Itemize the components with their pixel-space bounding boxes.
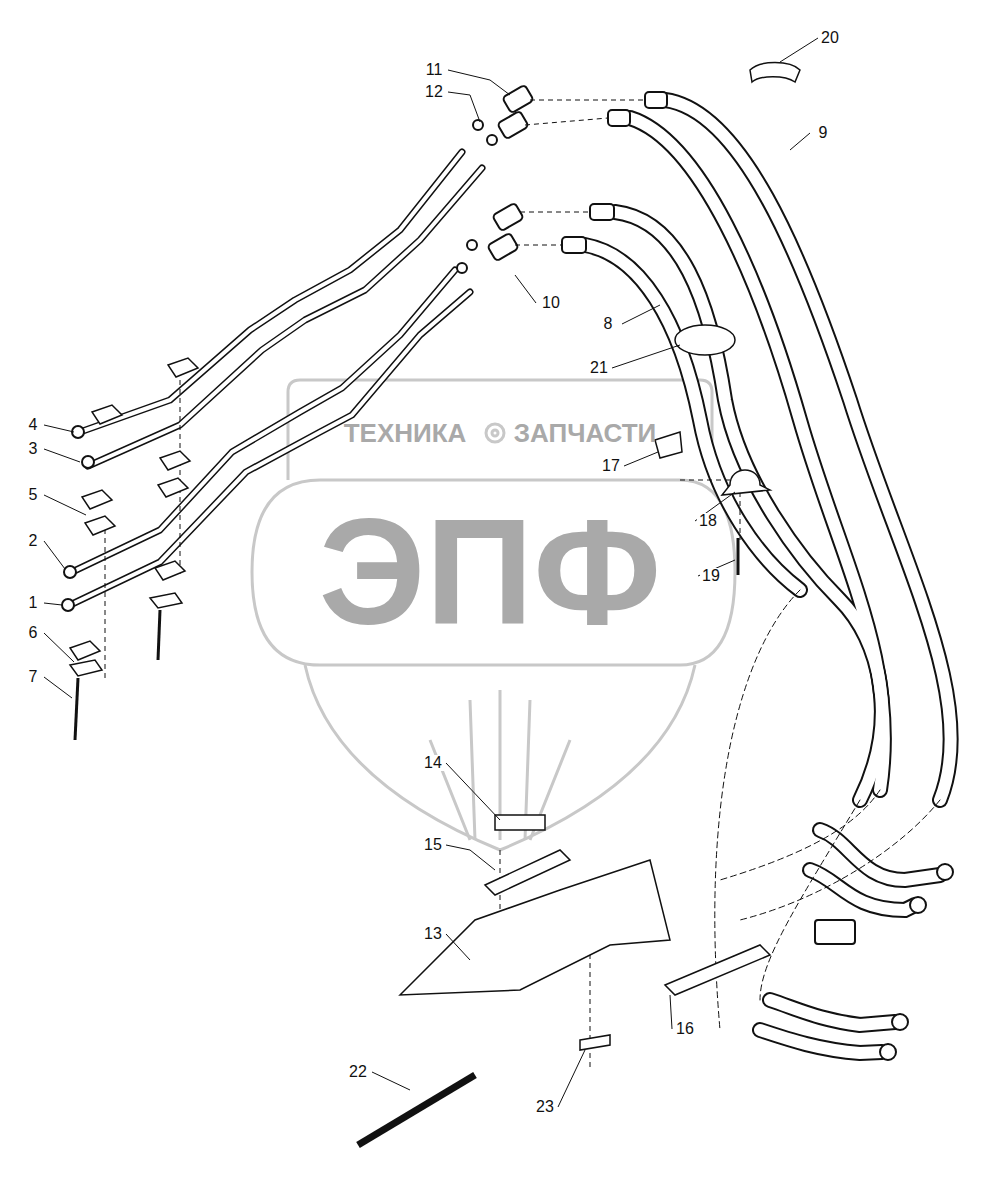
callout-number: 16	[674, 1021, 696, 1037]
callout-number: 18	[697, 513, 719, 529]
callout-number: 1	[27, 595, 40, 611]
watermark: ТЕХНИКА	[344, 420, 467, 446]
callout-number: 7	[27, 669, 40, 685]
callout-number: 14	[422, 755, 444, 771]
callout-number: 8	[602, 316, 615, 332]
callout-number: 19	[700, 568, 722, 584]
watermark: ЗАПЧАСТИ	[514, 420, 657, 446]
clamps	[70, 63, 800, 1051]
callout-number: 4	[27, 417, 40, 433]
callout-number: 12	[423, 84, 445, 100]
callout-number: 10	[540, 295, 562, 311]
leader-lines	[44, 38, 818, 1107]
watermark-shield	[252, 380, 735, 850]
callout-number: 11	[424, 62, 445, 78]
callout-number: 9	[817, 125, 830, 141]
callout-number: 5	[27, 487, 40, 503]
callout-number: 20	[819, 30, 841, 46]
callout-number: 2	[27, 533, 40, 549]
fittings	[62, 85, 953, 1060]
watermark: ЭПФ	[319, 497, 662, 647]
callout-number: 22	[347, 1064, 369, 1080]
callout-number: 13	[422, 926, 444, 942]
callout-number: 3	[27, 441, 40, 457]
callout-number: 21	[588, 360, 610, 376]
callout-number: 23	[534, 1099, 556, 1115]
callout-number: 17	[600, 458, 622, 474]
callout-number: 6	[27, 625, 40, 641]
callout-number: 15	[422, 837, 444, 853]
assembly-lines	[105, 100, 740, 1070]
